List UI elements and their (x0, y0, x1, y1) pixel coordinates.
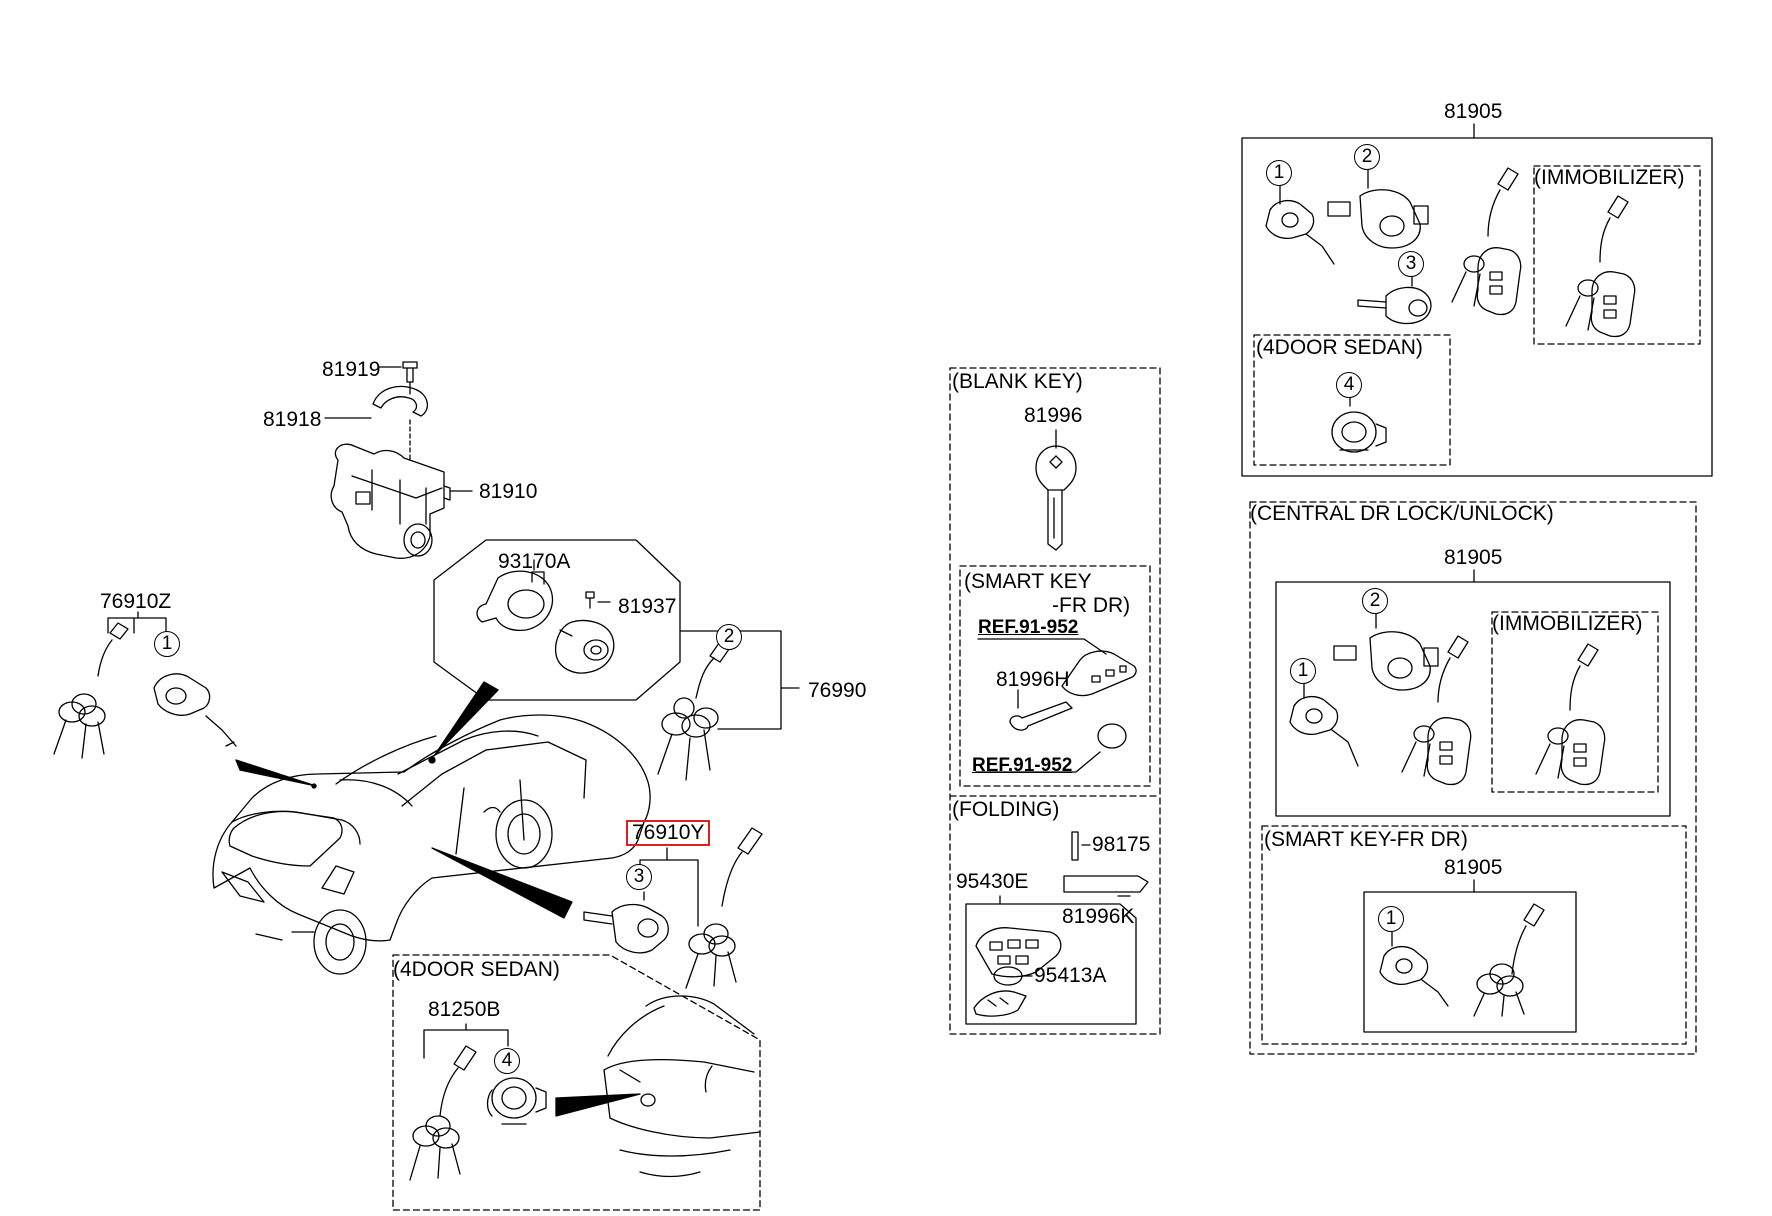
part-label-81910: 81910 (479, 480, 538, 503)
smart-kit-drawing (1379, 903, 1545, 1017)
ignition-switch-group-drawing (433, 539, 681, 701)
part-label-76910Y: 76910Y (626, 820, 711, 846)
central-lock-section-title: (CENTRAL DR LOCK/UNLOCK) (1250, 502, 1554, 525)
part-label-93170A: 93170A (498, 550, 571, 573)
part-label-95413A: 95413A (1034, 964, 1107, 987)
door-lock-76910Y-drawing (583, 827, 763, 989)
key-set-76990-drawing (657, 635, 735, 781)
pointer-wedge (433, 681, 499, 757)
smart-key-fr-dr-title: (SMART KEY-FR DR) (1264, 828, 1468, 851)
immobilizer-title-central: (IMMOBILIZER) (1492, 612, 1643, 635)
part-label-81919: 81919 (322, 358, 381, 381)
blank-key-section-title: (BLANK KEY) (952, 370, 1083, 393)
sedan-section-title: (4DOOR SEDAN) (393, 958, 560, 981)
immobilizer-box-top (1533, 165, 1701, 345)
central-kit-drawing (1289, 613, 1606, 786)
immobilizer-title-top: (IMMOBILIZER) (1534, 166, 1685, 189)
blank-key-section-border (949, 367, 1161, 1035)
part-label-81905-top: 81905 (1444, 100, 1503, 123)
car-drawing (212, 714, 651, 975)
ignition-lock-assembly-drawing (324, 361, 473, 559)
folding-section-title: (FOLDING) (952, 798, 1060, 821)
smart-key-fr-dr-box-border (1261, 825, 1687, 1045)
sedan-section-border (392, 954, 761, 1211)
immobilizer-box-central (1491, 611, 1659, 793)
part-label-81996: 81996 (1024, 404, 1083, 427)
sedan-lock-drawing (409, 995, 761, 1181)
callout-1: 1 (154, 631, 180, 657)
kit-box-smart-key (1363, 891, 1577, 1033)
sedan-box-top (1253, 334, 1451, 466)
folding-key-drawing (965, 831, 1149, 1025)
part-label-76910Z: 76910Z (100, 590, 172, 613)
kit-box-top (1241, 137, 1713, 477)
ref-label-2: REF.91-952 (972, 755, 1073, 776)
smart-key-section-border (959, 565, 1151, 787)
part-label-81250B: 81250B (428, 998, 501, 1021)
part-label-81905-smart: 81905 (1444, 856, 1503, 879)
blank-key-drawing (1035, 429, 1077, 551)
pointer-wedge (431, 847, 573, 919)
callout-4: 4 (494, 1048, 520, 1074)
smart-key-title-line1: (SMART KEY (964, 570, 1092, 593)
callout-1: 1 (1378, 906, 1404, 932)
sedan-title-top: (4DOOR SEDAN) (1256, 336, 1423, 359)
callout-1: 1 (1266, 160, 1292, 186)
part-label-81996H: 81996H (996, 668, 1070, 691)
part-label-81905-central: 81905 (1444, 546, 1503, 569)
part-label-81937: 81937 (618, 595, 677, 618)
callout-1: 1 (1290, 658, 1316, 684)
part-label-76990: 76990 (808, 679, 867, 702)
callout-2: 2 (716, 624, 742, 650)
callout-2: 2 (1354, 144, 1380, 170)
central-lock-section-border (1249, 501, 1697, 1055)
callout-3: 3 (1398, 251, 1424, 277)
door-lock-76910Z-drawing (53, 611, 237, 759)
ref-label-1: REF.91-952 (978, 617, 1079, 638)
part-label-81918: 81918 (263, 408, 322, 431)
pointer-wedge (555, 1093, 641, 1117)
part-label-81996K: 81996K (1062, 905, 1135, 928)
kit-top-drawing (1265, 167, 1636, 453)
kit-box-central (1275, 581, 1671, 817)
callout-3: 3 (626, 864, 652, 890)
part-label-95430E: 95430E (956, 870, 1029, 893)
smart-key-drawing (975, 638, 1137, 773)
smart-key-title-line2: -FR DR) (1052, 594, 1131, 617)
part-label-98175: 98175 (1092, 833, 1151, 856)
callout-4: 4 (1336, 372, 1362, 398)
pointer-wedge (235, 759, 317, 787)
callout-2: 2 (1362, 588, 1388, 614)
